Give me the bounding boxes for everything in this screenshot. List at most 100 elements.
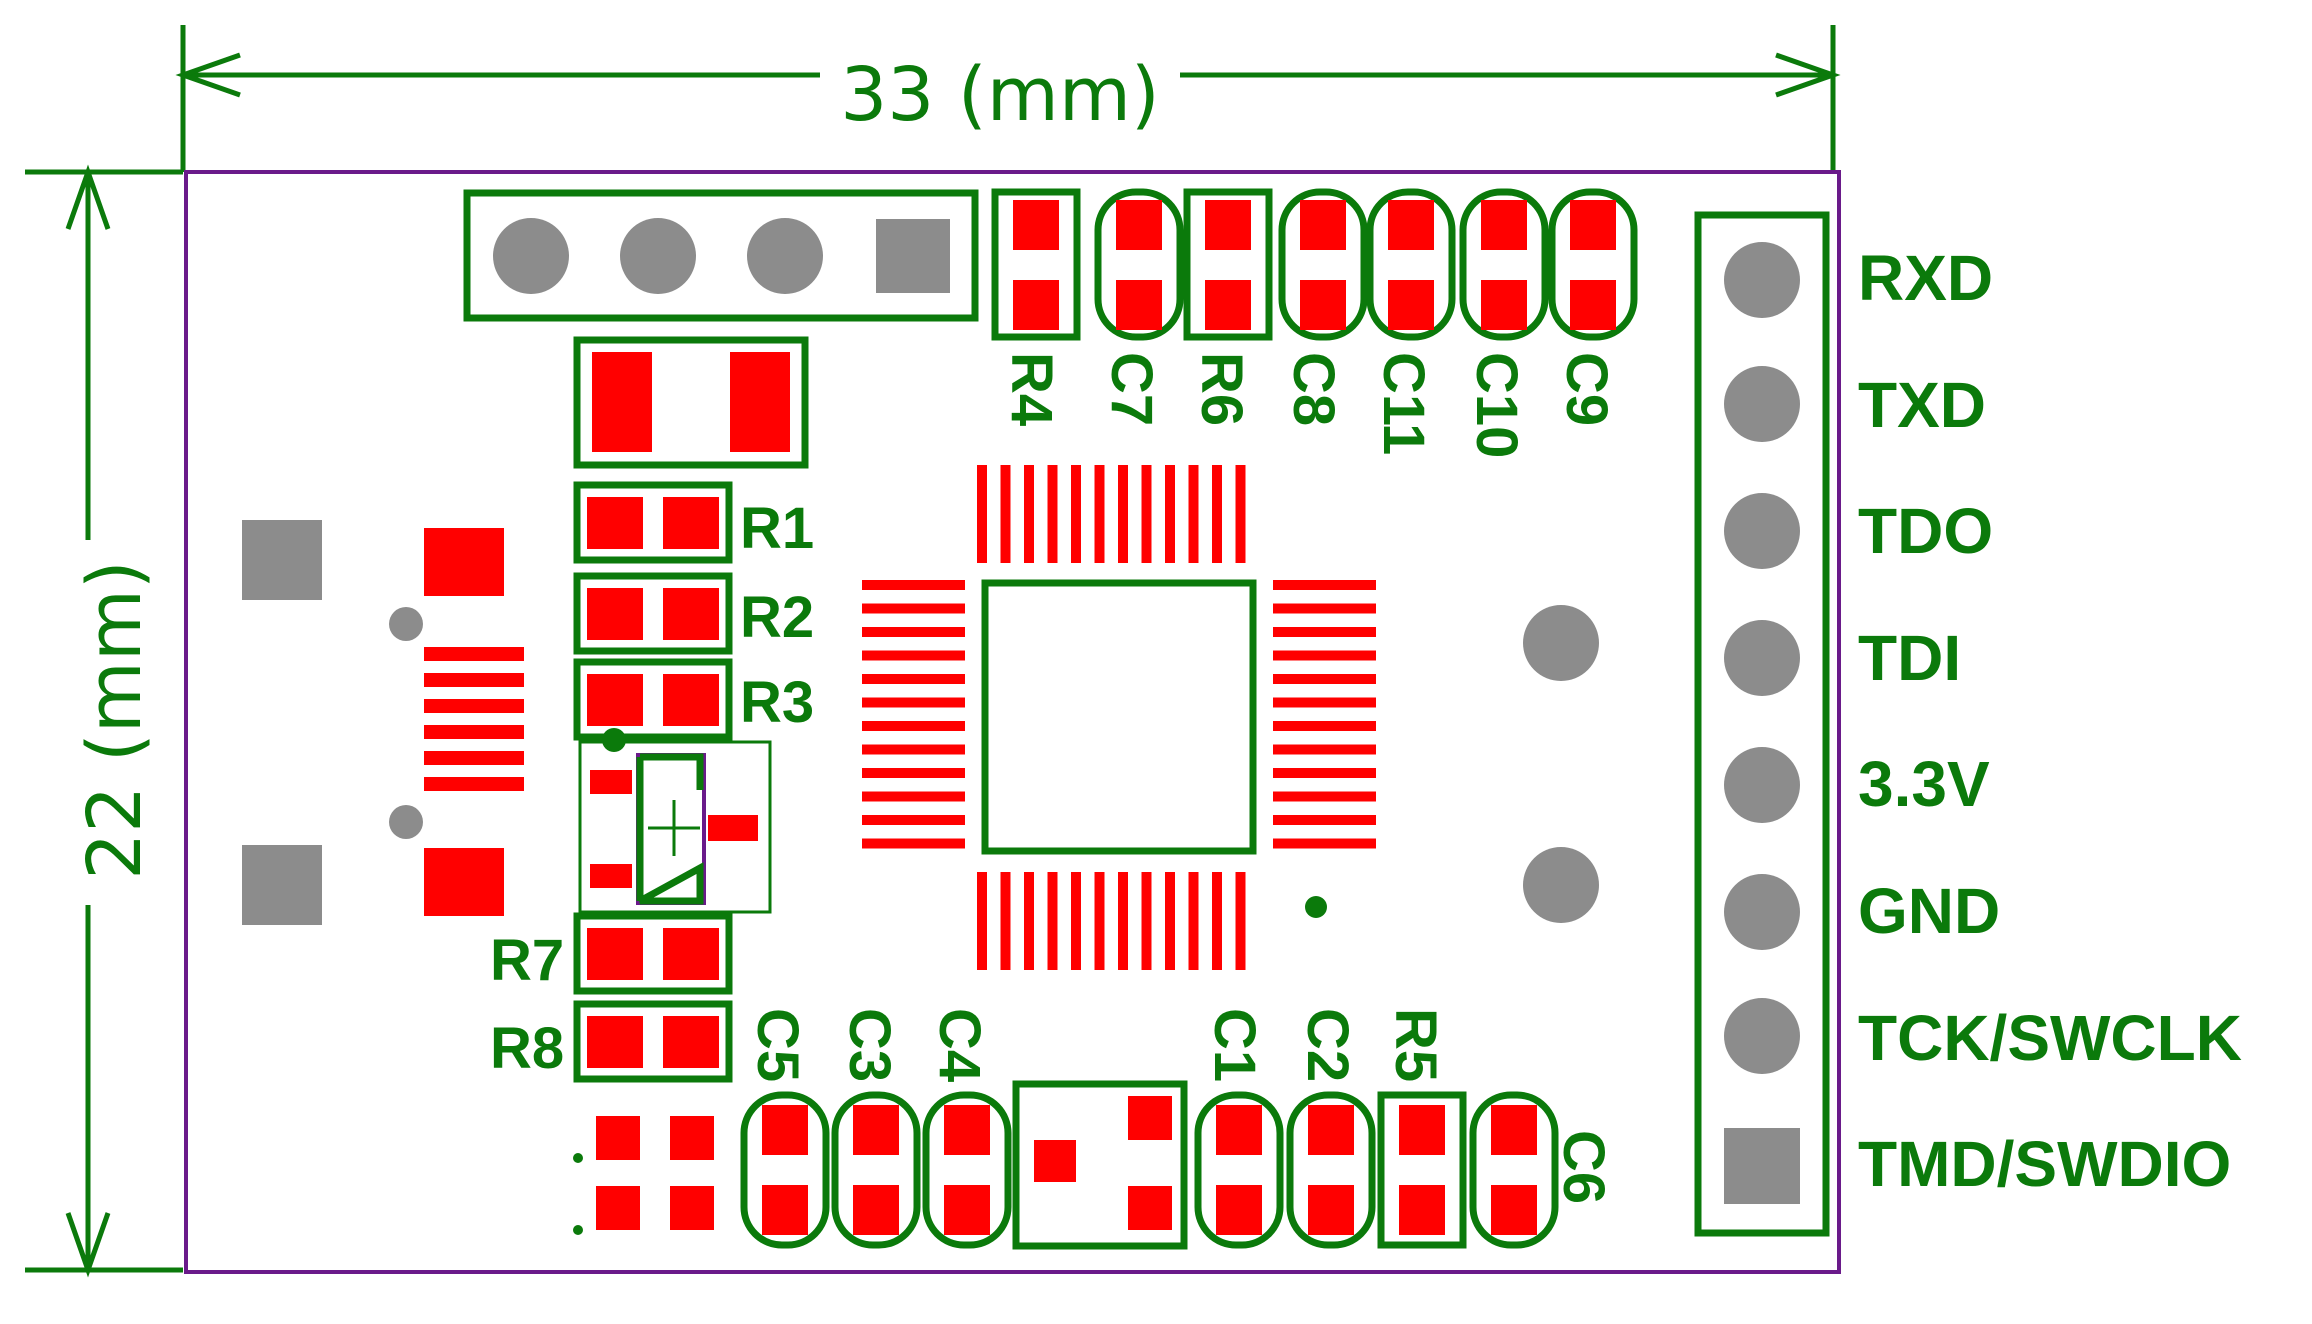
qfp-pin [1273, 627, 1376, 637]
qfp-pin [862, 815, 965, 825]
label-r2: R2 [740, 585, 814, 650]
regulator-component [1012, 1080, 1188, 1250]
pin-label-gnd: GND [1858, 875, 2000, 947]
qfp-pin [862, 838, 965, 849]
label-c7: C7 [1099, 352, 1164, 426]
qfp-left-pins [862, 580, 965, 849]
board-outline [184, 170, 1841, 1274]
qfp-pin [862, 721, 965, 731]
qfp-pin [977, 872, 987, 970]
mounting-hole [1523, 605, 1599, 681]
usb-connector [242, 520, 524, 925]
qfp-pin [1071, 465, 1081, 563]
pin-label-tdi: TDI [1858, 622, 1961, 694]
qfp-pin [1165, 465, 1175, 563]
pin-label-rxd: RXD [1858, 242, 1993, 314]
qfp-pin [862, 791, 965, 802]
c9-component [1548, 188, 1638, 341]
qfp-pin [862, 603, 965, 614]
qfp-pin [1273, 815, 1376, 825]
qfp-pin [1273, 603, 1376, 614]
qfp-pin [977, 465, 987, 563]
height-dimension: 22 (mm) [25, 164, 183, 1278]
bottom-left-caps: C5 C3 C4 [740, 1008, 1012, 1249]
left-resistors: R1 R2 R3 [573, 481, 814, 741]
sot23-component [578, 728, 772, 914]
r6-component [1183, 188, 1273, 341]
pin-labels: RXD TXD TDO TDI 3.3V GND TCK/SWCLK TMD/S… [1858, 242, 2242, 1200]
qfp-pin [1212, 872, 1222, 970]
qfp-pin [1024, 465, 1034, 563]
label-r7: R7 [490, 928, 564, 993]
qfp-pin [1000, 872, 1011, 970]
label-r1: R1 [740, 496, 814, 561]
label-c5: C5 [745, 1008, 810, 1082]
label-c10: C10 [1464, 352, 1529, 458]
qfp-pin [1273, 838, 1376, 849]
label-c2: C2 [1295, 1008, 1360, 1082]
qfp-pin [1273, 650, 1376, 661]
four-pin-header [463, 189, 979, 322]
width-dimension-label: 33 (mm) [840, 52, 1160, 138]
top-row-components: R4 C7 R6 C8 C11 C10 C9 [991, 188, 1638, 458]
pin-label-tck-swclk: TCK/SWCLK [1858, 1002, 2242, 1074]
mcu-qfp-chip [862, 465, 1376, 970]
qfp-pin [1273, 744, 1376, 755]
qfp-pin [1047, 872, 1058, 970]
pin-label-3v3: 3.3V [1858, 748, 1990, 820]
height-dimension-label: 22 (mm) [72, 560, 158, 880]
qfp-pin [1141, 465, 1152, 563]
c7-component [1094, 188, 1184, 341]
pin-label-tmd-swdio: TMD/SWDIO [1858, 1128, 2231, 1200]
qfp-pin [1094, 872, 1105, 970]
qfp-pin [862, 627, 965, 637]
qfp-pin [1212, 465, 1222, 563]
label-c1: C1 [1202, 1008, 1267, 1082]
qfp-pin [1188, 872, 1199, 970]
qfp-pin [1273, 721, 1376, 731]
label-r5: R5 [1383, 1008, 1448, 1082]
qfp-pin [1141, 872, 1152, 970]
qfp-pin [1273, 791, 1376, 802]
label-c3: C3 [837, 1008, 902, 1082]
qfp-pin [862, 697, 965, 708]
label-c8: C8 [1281, 352, 1346, 426]
label-c11: C11 [1371, 352, 1436, 455]
bottom-right-components: C1 C2 R5 C6 [1194, 1008, 1616, 1249]
qfp-pin [1188, 465, 1199, 563]
r4-component [991, 188, 1081, 341]
c11-component [1366, 188, 1456, 341]
c8-component [1278, 188, 1368, 341]
large-smd-component [573, 336, 809, 469]
mounting-hole [1523, 847, 1599, 923]
label-c6: C6 [1551, 1130, 1616, 1204]
qfp-pin [1273, 674, 1376, 684]
qfp-pin [1024, 872, 1034, 970]
qfp-pin [1273, 768, 1376, 778]
qfp-pin [1118, 465, 1128, 563]
qfp-pin [1071, 872, 1081, 970]
pin-label-tdo: TDO [1858, 495, 1993, 567]
qfp-pin [1047, 465, 1058, 563]
label-r8: R8 [490, 1016, 564, 1081]
label-r6: R6 [1189, 352, 1254, 426]
qfp-pin [1000, 465, 1011, 563]
qfp-top-pins [977, 465, 1246, 563]
qfp-pin [862, 674, 965, 684]
qfp-pin [862, 744, 965, 755]
qfp-pin [862, 768, 965, 778]
label-r3: R3 [740, 670, 814, 735]
qfp-pin [862, 580, 965, 590]
eight-pin-header [1694, 211, 1830, 1237]
c10-component [1459, 188, 1549, 341]
label-r4: R4 [999, 352, 1064, 426]
lower-left-resistors: R7 R8 [490, 912, 733, 1083]
pin-label-txd: TXD [1858, 369, 1986, 441]
label-c9: C9 [1554, 352, 1619, 426]
qfp-bottom-pins [977, 872, 1246, 970]
label-c4: C4 [927, 1008, 992, 1082]
qfp-pin [1273, 580, 1376, 590]
qfp-pin [1094, 465, 1105, 563]
qfp-pin [1235, 465, 1246, 563]
qfp-pin [1118, 872, 1128, 970]
